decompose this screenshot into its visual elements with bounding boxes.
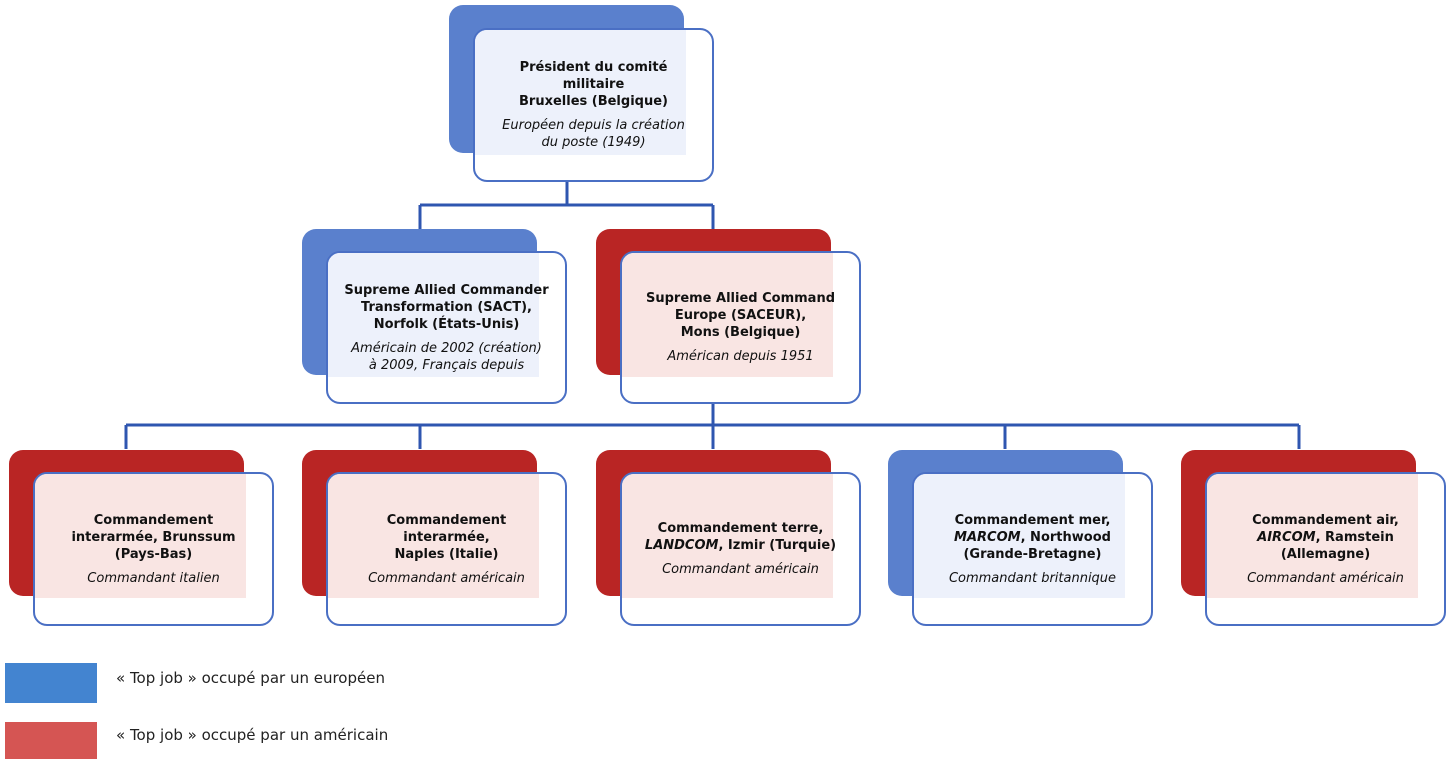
node-sact-title-1: Supreme Allied Commander <box>344 282 549 298</box>
node-aircom-title-3: (Allemagne) <box>1280 546 1371 562</box>
node-aircom-title-1: Commandement air, <box>1252 512 1399 528</box>
node-saceur-title-3: Mons (Belgique) <box>680 325 801 340</box>
node-president-title-2: militaire <box>562 77 625 92</box>
node-marcom: Commandement mer, MARCOM, Northwood (Gra… <box>888 450 1153 626</box>
node-brunssum: Commandement interarmée, Brunssum (Pays-… <box>9 450 274 626</box>
node-president-note-1: Européen depuis la création <box>502 118 685 133</box>
node-sact-title-3: Norfolk (États-Unis) <box>373 316 520 332</box>
node-aircom: Commandement air, AIRCOM, Ramstein (Alle… <box>1181 450 1446 626</box>
node-marcom-title-1: Commandement mer, <box>954 512 1111 528</box>
node-sact-tint <box>328 253 539 377</box>
node-naples-title-3: Naples (Italie) <box>394 546 499 562</box>
node-saceur-tint <box>622 253 833 377</box>
node-sact: Supreme Allied Commander Transformation … <box>302 229 567 404</box>
node-landcom-tint <box>622 474 833 598</box>
node-brunssum-title-1: Commandement <box>93 512 214 528</box>
node-sact-title-2: Transformation (SACT), <box>361 299 532 315</box>
node-marcom-tint <box>914 474 1125 598</box>
node-marcom-title-2: MARCOM, Northwood <box>954 529 1111 546</box>
node-naples-note-1: Commandant américain <box>368 570 525 586</box>
node-brunssum-title-2: interarmée, Brunssum <box>71 529 236 545</box>
node-brunssum-title-3: (Pays-Bas) <box>114 546 193 562</box>
node-landcom-title-1: Commandement terre, <box>657 521 824 536</box>
legend-label-american: « Top job » occupé par un américain <box>116 726 389 744</box>
node-aircom-note-1: Commandant américain <box>1247 570 1404 586</box>
node-landcom-note-1: Commandant américain <box>662 562 819 577</box>
node-marcom-title-3: (Grande-Bretagne) <box>963 546 1102 562</box>
node-brunssum-tint <box>35 474 246 598</box>
node-sact-note-1: Américain de 2002 (création) <box>351 340 542 356</box>
node-naples-tint <box>328 474 539 598</box>
node-president: Président du comité militaire Bruxelles … <box>449 5 714 182</box>
node-landcom-location: , Izmir (Turquie) <box>718 538 837 553</box>
node-sact-note-2: à 2009, Français depuis <box>368 357 525 373</box>
node-president-box: Président du comité militaire Bruxelles … <box>473 28 714 182</box>
node-landcom-acronym: LANDCOM <box>644 538 719 553</box>
node-aircom-acronym: AIRCOM <box>1257 529 1316 545</box>
legend-label-european: « Top job » occupé par un européen <box>116 669 385 687</box>
node-aircom-title-2: AIRCOM, Ramstein <box>1257 529 1394 546</box>
node-president-tint <box>475 30 686 155</box>
node-saceur-note-1: Américan depuis 1951 <box>667 349 814 364</box>
node-saceur-box: Supreme Allied Command Europe (SACEUR), … <box>620 251 861 404</box>
node-naples-title-2: interarmée, <box>403 529 490 545</box>
node-president-note-2: du poste (1949) <box>541 135 646 150</box>
node-saceur-title-1: Supreme Allied Command <box>645 291 835 306</box>
node-landcom-box: Commandement terre, LANDCOM, Izmir (Turq… <box>620 472 861 626</box>
legend-swatch-american <box>5 722 97 759</box>
node-marcom-acronym: MARCOM <box>954 529 1021 545</box>
node-landcom: Commandement terre, LANDCOM, Izmir (Turq… <box>596 450 861 626</box>
node-marcom-box: Commandement mer, MARCOM, Northwood (Gra… <box>912 472 1153 626</box>
legend-swatch-european <box>5 663 97 703</box>
node-aircom-box: Commandement air, AIRCOM, Ramstein (Alle… <box>1205 472 1446 626</box>
node-brunssum-note-1: Commandant italien <box>87 570 220 586</box>
node-saceur: Supreme Allied Command Europe (SACEUR), … <box>596 229 861 404</box>
node-aircom-tint <box>1207 474 1418 598</box>
node-president-title-1: Président du comité <box>519 60 668 75</box>
node-aircom-location: , Ramstein <box>1315 529 1394 545</box>
node-marcom-location: , Northwood <box>1020 529 1111 545</box>
node-naples-box: Commandement interarmée, Naples (Italie)… <box>326 472 567 626</box>
node-president-title-3: Bruxelles (Belgique) <box>519 94 668 109</box>
node-brunssum-box: Commandement interarmée, Brunssum (Pays-… <box>33 472 274 626</box>
node-marcom-note-1: Commandant britannique <box>948 570 1117 586</box>
node-naples-title-1: Commandement <box>386 512 507 528</box>
node-saceur-title-2: Europe (SACEUR), <box>674 308 807 323</box>
node-landcom-title-2: LANDCOM, Izmir (Turquie) <box>645 537 836 554</box>
node-sact-box: Supreme Allied Commander Transformation … <box>326 251 567 404</box>
node-naples: Commandement interarmée, Naples (Italie)… <box>302 450 567 626</box>
